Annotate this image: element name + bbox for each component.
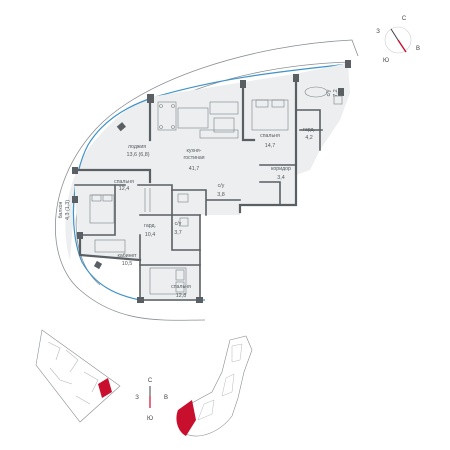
glazing-line: [72, 63, 349, 301]
room-name-corridor: коридор: [271, 166, 291, 172]
room-area-loggia: 13,6 (6,8): [126, 152, 149, 158]
room-area-corridor: 3,4: [277, 175, 285, 181]
room-name-wardrobe1: гард.: [303, 127, 315, 133]
furniture: [89, 86, 343, 295]
site-left-highlight: [98, 378, 112, 398]
compass-main-east: В: [416, 46, 420, 52]
room-area-bedroom2: 12,4: [119, 186, 130, 192]
room-name-bedroom3: спальня: [171, 284, 191, 290]
compass-site: С Ю З В: [135, 378, 168, 422]
compass-main-south: Ю: [383, 58, 389, 64]
room-name-study: кабинет: [117, 253, 137, 259]
room-name-wardrobe2: гард.: [144, 223, 156, 229]
room-name-kitchen-2: гостиная: [183, 155, 204, 161]
room-area-balcony: 4,3 (1,3): [65, 200, 71, 220]
compass-site-east: В: [164, 395, 168, 401]
room-area-bath2: 3,8: [217, 192, 225, 198]
loggia-floor: [65, 97, 150, 260]
room-area-wardrobe2: 10,4: [145, 232, 156, 238]
room-area-bath3: 3,7: [174, 230, 182, 236]
room-name-bedroom2: спальня: [114, 179, 134, 185]
compass-site-west: З: [135, 395, 139, 401]
compass-site-north: С: [148, 378, 153, 384]
key-plan-highlight: [176, 400, 196, 436]
apartment-floor: [75, 63, 350, 300]
walls: [73, 76, 323, 301]
room-area-kitchen: 41,7: [189, 166, 200, 172]
compass-main-needle-south: [397, 39, 407, 53]
room-area-wardrobe1: 4,2: [305, 135, 313, 141]
room-area-bedroom3: 12,8: [176, 293, 187, 299]
room-labels: лоджия 13,6 (6,8) балкон 4,3 (1,3) кухня…: [58, 89, 339, 299]
compass-main-ring: [384, 26, 412, 54]
room-area-bath1: 7,2: [333, 89, 339, 97]
compass-main-needle-north: [390, 28, 399, 41]
room-area-study: 10,5: [122, 261, 133, 267]
building-key-plan: [176, 335, 253, 437]
room-name-kitchen-1: кухня-: [187, 148, 202, 154]
room-area-bedroom1: 14,7: [265, 143, 276, 149]
compass-site-south: Ю: [147, 416, 153, 422]
compass-main-north: С: [402, 16, 407, 22]
room-name-bath1: с/у: [326, 89, 332, 96]
site-plan-left: [35, 329, 121, 423]
room-name-balcony: балкон: [58, 201, 64, 218]
columns: [72, 60, 351, 303]
compass-main-west: З: [376, 29, 380, 35]
room-name-bath3: с/у: [175, 221, 182, 227]
room-name-bedroom1: спальня: [260, 133, 280, 139]
room-name-bath2: с/у: [218, 183, 225, 189]
compass-main: С Ю З В: [376, 16, 420, 64]
room-name-loggia: лоджия: [128, 144, 146, 150]
